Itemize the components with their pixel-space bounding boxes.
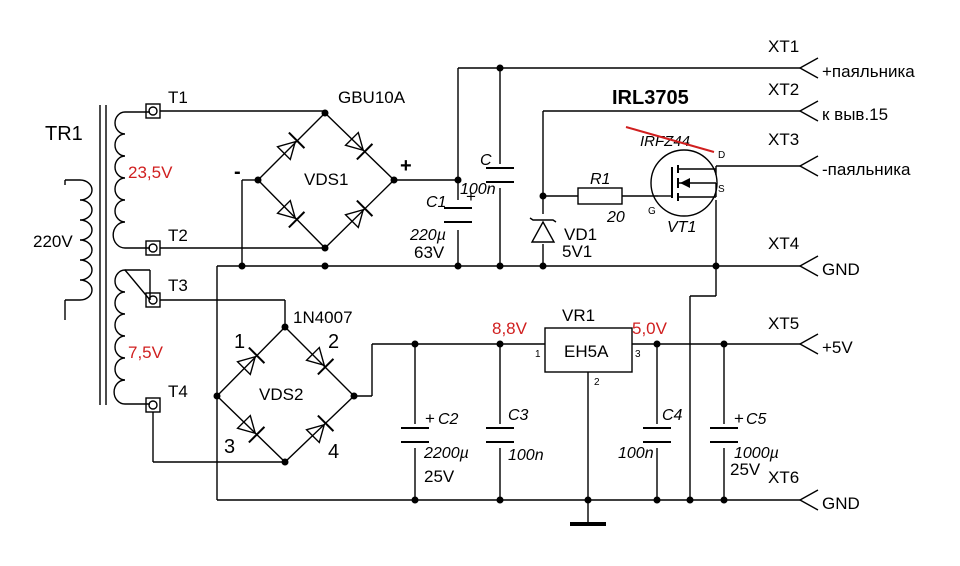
vt1-d: D: [718, 150, 725, 161]
c2-voltage: 25V: [424, 467, 455, 486]
vt1-g: G: [648, 206, 656, 217]
xt4-label: GND: [822, 260, 860, 279]
xt6-ref: XT6: [768, 468, 799, 487]
strike-line: [625, 126, 715, 153]
xt6-label: GND: [822, 494, 860, 513]
sec2-voltage: 7,5V: [128, 343, 164, 362]
tap-t3: T3: [168, 276, 188, 295]
regulator-vr1: [544, 327, 633, 373]
vd1-value: 5V1: [562, 242, 592, 261]
primary-voltage: 220V: [33, 232, 73, 251]
c5-pol: +: [734, 409, 744, 428]
vt1-part: IRL3705: [612, 87, 689, 109]
vt1-old-part: IRFZ44: [640, 133, 690, 150]
xt1-label: +паяльника: [822, 62, 915, 81]
vr1-vout: 5,0V: [632, 319, 668, 338]
vd1-ref: VD1: [564, 225, 597, 244]
r1-value: 20: [606, 209, 625, 226]
wiring: [152, 67, 800, 526]
vr1-pin1: 1: [535, 349, 541, 360]
tap-t4: T4: [168, 382, 188, 401]
c2-ref: C2: [438, 411, 459, 428]
capacitor-c5: [705, 424, 741, 448]
xt4-ref: XT4: [768, 234, 799, 253]
r1-ref: R1: [590, 171, 610, 188]
bridge1-plus: +: [400, 155, 412, 177]
transformer: [64, 103, 161, 413]
bridge1-part: GBU10A: [338, 88, 406, 107]
vr1-part: EH5A: [564, 342, 609, 361]
bridge1-ref: VDS1: [304, 170, 348, 189]
bridge2-d3: 3: [224, 436, 235, 458]
bridge2-part: 1N4007: [293, 308, 353, 327]
xt2-ref: XT2: [768, 80, 799, 99]
vt1-s: S: [718, 184, 725, 195]
c2-pol: +: [425, 409, 435, 428]
c3-value: 100n: [508, 447, 544, 464]
bridge2-d4: 4: [328, 441, 339, 463]
tap-t1: T1: [168, 88, 188, 107]
connector-arrows: [798, 57, 819, 511]
vr1-ref: VR1: [562, 306, 595, 325]
zener-vd1: [529, 214, 558, 244]
xt5-ref: XT5: [768, 314, 799, 333]
capacitor-c: [484, 164, 518, 188]
xt5-label: +5V: [822, 338, 853, 357]
xt3-label: -паяльника: [822, 160, 911, 179]
tap-t2: T2: [168, 226, 188, 245]
capacitor-c1: [440, 200, 476, 230]
vr1-vin: 8,8V: [492, 319, 528, 338]
vr1-pin3: 3: [635, 349, 641, 360]
xt1-ref: XT1: [768, 37, 799, 56]
bridge1-minus: -: [234, 161, 241, 183]
capacitor-c4: [638, 424, 674, 448]
vt1-ref: VT1: [667, 219, 696, 236]
c1-ref: C1: [426, 194, 446, 211]
capacitor-c3: [482, 424, 518, 448]
c1-voltage: 63V: [414, 243, 445, 262]
c5-value: 1000µ: [734, 445, 779, 462]
c-value: 100n: [460, 181, 496, 198]
c-ref: C: [480, 152, 492, 169]
c5-ref: C5: [746, 411, 767, 428]
capacitor-c2: [396, 424, 432, 448]
bridge2-ref: VDS2: [259, 385, 303, 404]
mosfet-vt1: [650, 149, 718, 217]
c4-ref: C4: [662, 407, 683, 424]
xt2-label: к выв.15: [822, 105, 888, 124]
vr1-pin2: 2: [594, 377, 600, 388]
tr1-label: TR1: [45, 123, 83, 145]
sec1-voltage: 23,5V: [128, 163, 173, 182]
xt3-ref: XT3: [768, 130, 799, 149]
bridge2-d1: 1: [234, 331, 245, 353]
c1-value: 220µ: [409, 227, 446, 244]
c3-ref: C3: [508, 407, 529, 424]
resistor-r1: [577, 187, 623, 205]
c2-value: 2200µ: [423, 445, 469, 462]
junctions: [238, 64, 728, 504]
c1-pol: +: [466, 187, 476, 206]
c4-value: 100n: [618, 445, 654, 462]
c5-voltage: 25V: [730, 460, 761, 479]
bridge2-d2: 2: [328, 331, 339, 353]
